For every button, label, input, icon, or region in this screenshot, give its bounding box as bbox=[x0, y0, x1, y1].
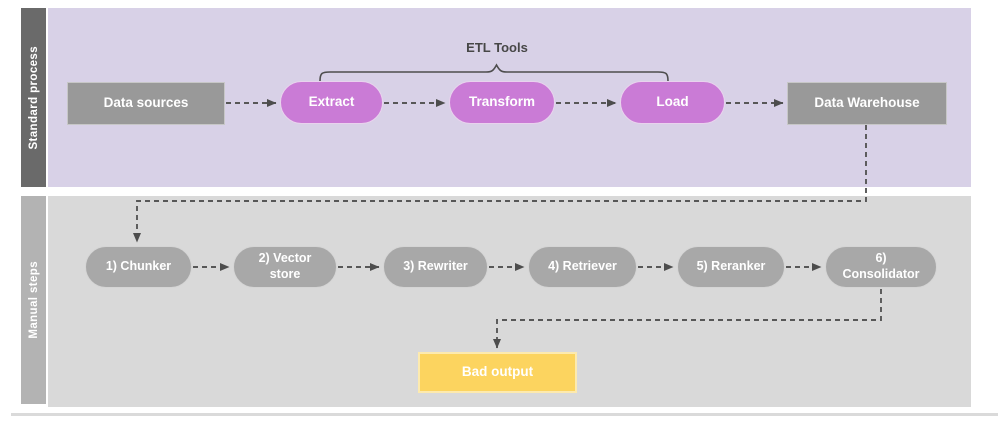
node-reranker: 5) Reranker bbox=[677, 246, 785, 288]
node-data-warehouse: Data Warehouse bbox=[787, 82, 947, 125]
lane-label-manual-steps: Manual steps bbox=[21, 196, 46, 404]
node-chunker: 1) Chunker bbox=[85, 246, 192, 288]
node-load: Load bbox=[620, 81, 725, 124]
bottom-divider-line bbox=[11, 413, 998, 416]
node-transform: Transform bbox=[449, 81, 555, 124]
etl-tools-annotation: ETL Tools bbox=[466, 40, 528, 55]
node-bad-output: Bad output bbox=[418, 352, 577, 393]
node-data-sources: Data sources bbox=[67, 82, 225, 125]
node-rewriter: 3) Rewriter bbox=[383, 246, 488, 288]
node-consolidator: 6) Consolidator bbox=[825, 246, 937, 288]
lane-label-standard-process: Standard process bbox=[21, 8, 46, 187]
node-extract: Extract bbox=[280, 81, 383, 124]
lane-label-standard-process-text: Standard process bbox=[27, 45, 40, 150]
node-vector-store: 2) Vector store bbox=[233, 246, 337, 288]
node-retriever: 4) Retriever bbox=[528, 246, 637, 288]
lane-label-manual-steps-text: Manual steps bbox=[27, 261, 40, 339]
